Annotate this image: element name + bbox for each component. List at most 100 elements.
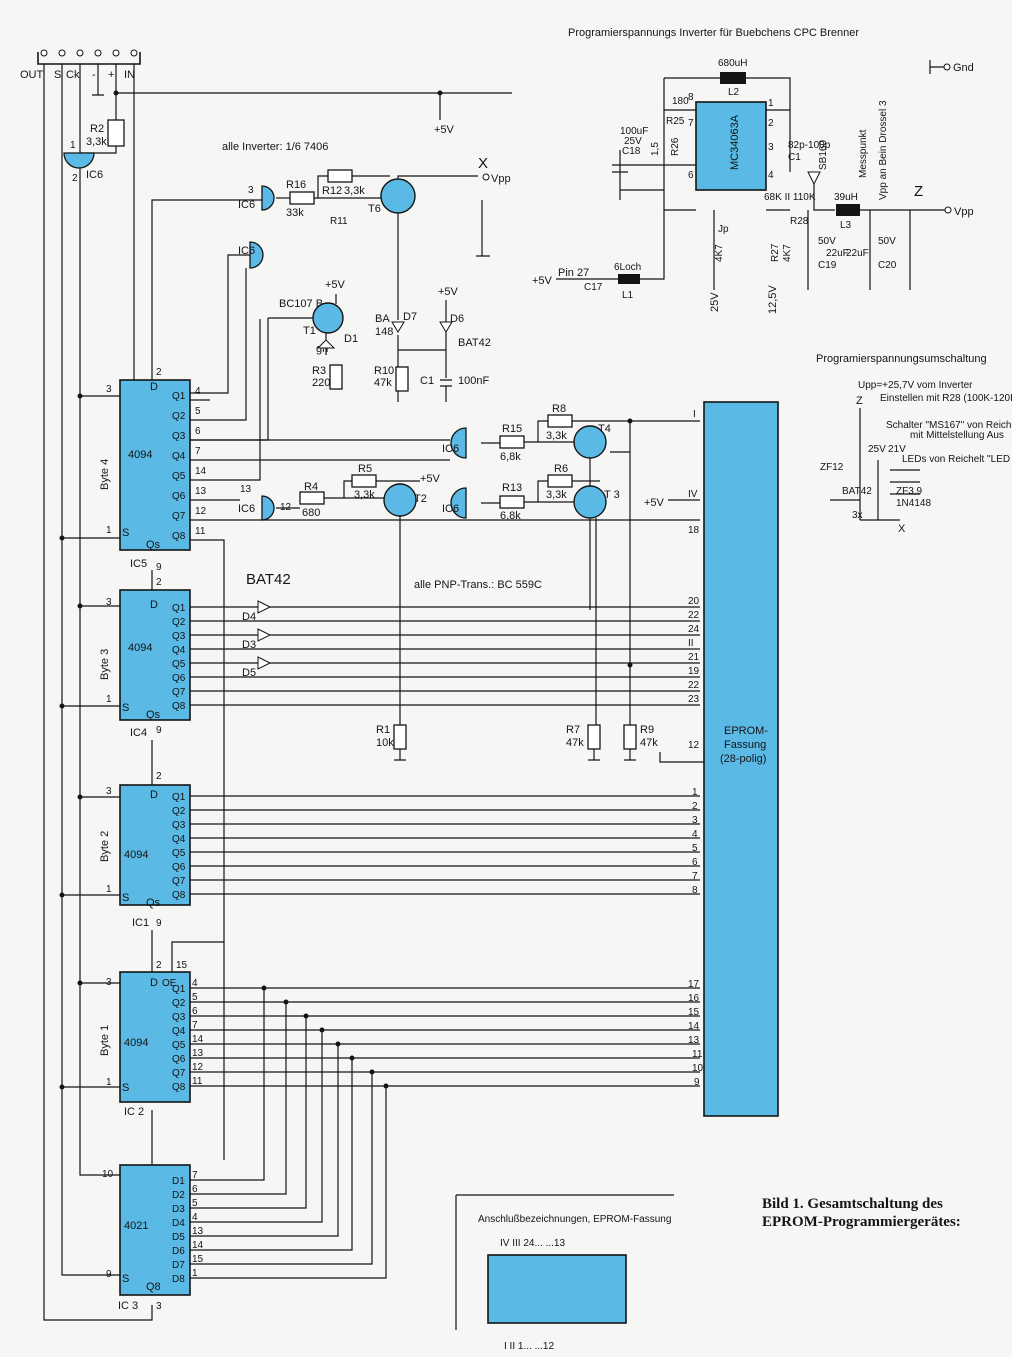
svg-text:6: 6 [195,426,201,437]
svg-text:14: 14 [688,1021,700,1032]
svg-text:14: 14 [192,1034,204,1045]
r2-label: R2 [90,123,104,135]
r11-label: R11 [330,216,348,227]
svg-text:7: 7 [195,446,201,457]
ic1-q-labels: Q1 Q2 Q3 Q4 Q5 Q6 Q7 Q8 [172,792,186,901]
t2-plus5v: +5V [420,473,441,485]
svg-text:12: 12 [195,506,207,517]
r28-label: R28 [790,216,809,227]
t1-type: BC107 B [279,298,323,310]
ic4-qs: Qs [146,709,161,721]
pinout-top: IV III 24... ...13 [500,1238,565,1249]
umschaltung-line-3: Schalter "MS167" von Reichelt [886,420,1012,431]
svg-text:4: 4 [192,978,198,989]
ic1-qs: Qs [146,897,161,909]
r1-label: R1 [376,724,390,736]
svg-text:D1: D1 [172,1176,185,1187]
svg-text:9: 9 [694,1077,700,1088]
r10-resistor [395,366,409,392]
bat42-label: BAT42 [246,571,291,588]
svg-text:Q4: Q4 [172,451,186,462]
ic2-q-labels: Q1 Q2 Q3 Q4 Q5 Q6 Q7 Q8 [172,984,186,1093]
svg-text:Q5: Q5 [172,848,186,859]
svg-text:Q3: Q3 [172,820,186,831]
ic4-s: S [122,702,129,714]
ic3-q8: Q8 [146,1281,161,1293]
ic2-s: S [122,1082,129,1094]
ic3-in-pin: 10 [102,1169,114,1180]
svg-text:17: 17 [688,979,700,990]
eprom-title-1: EPROM- [724,725,768,737]
d6-plus5v: +5V [438,286,459,298]
ic3-q8-pin: 3 [156,1301,162,1312]
ic5-in-pin: 2 [156,367,162,378]
r4-label: R4 [304,481,318,493]
ic1-qs-pin: 9 [156,918,162,929]
r10-value: 47k [374,377,392,389]
t3-label: T 3 [604,489,620,501]
ic2-chip [119,971,191,1103]
r7-resistor [587,724,601,750]
ic6-gate-t6 [261,185,275,211]
ic6-gate-t2 [261,495,275,521]
svg-text:6: 6 [692,857,698,868]
r1-value: 10k [376,737,394,749]
svg-text:Q4: Q4 [172,834,186,845]
svg-text:6: 6 [192,1006,198,1017]
eprom-byte3-pins: 20 22 24 II 21 19 22 23 [688,596,700,705]
svg-text:16: 16 [688,993,700,1004]
gate-pin-13: 13 [240,484,252,495]
svg-text:22: 22 [688,610,700,621]
d1-label: D1 [344,333,358,345]
l1-label: L1 [622,290,634,301]
svg-text:Q6: Q6 [172,862,186,873]
eprom-byte1-pins: 17 16 15 14 13 11 10 9 [688,979,704,1088]
eprom-pin-18: 18 [688,525,700,536]
ic2-type: 4094 [124,1037,148,1049]
r16-value: 33k [286,207,304,219]
ic2-oe: OE [162,978,177,989]
eprom-byte2-pins: 1 2 3 4 5 6 7 8 [692,787,698,896]
c20-value: 22uF [846,248,869,259]
svg-text:3: 3 [768,142,774,153]
l3-value: 39uH [834,192,858,203]
svg-text:Q8: Q8 [172,1082,186,1093]
r6-label: R6 [554,463,568,475]
svg-text:Q1: Q1 [172,984,186,995]
eprom-pin-iv: IV [688,489,698,500]
jp-label: Jp [718,224,729,235]
inverter-note: alle Inverter: 1/6 7406 [222,141,328,153]
svg-text:5: 5 [192,992,198,1003]
c19-value: 22uF [826,248,849,259]
r26-label: R26 [670,137,681,156]
mc34063a-pins: 8 7 6 1 2 3 4 [688,92,774,181]
ic1-chip [119,784,191,906]
vpp-left: Vpp [491,173,511,185]
inverter-title: Programierspannungs Inverter für Buebche… [568,27,859,39]
svg-text:Q6: Q6 [172,491,186,502]
r27-label: R27 [770,243,781,262]
ic1-clk-pin: 3 [106,786,112,797]
d3-label: D3 [242,639,256,651]
svg-text:Q7: Q7 [172,876,186,887]
svg-text:5: 5 [195,406,201,417]
c18-value: 100uF [620,126,648,137]
r6-value: 3,3k [546,489,567,501]
svg-text:21: 21 [688,652,700,663]
ic2-oe-pin: 15 [176,960,188,971]
r2-value: 3,3k [86,136,107,148]
conn-ck: Ck [66,69,80,81]
r3-label: R3 [312,365,326,377]
svg-text:4: 4 [768,170,774,181]
svg-text:11: 11 [692,1049,703,1060]
svg-text:Q2: Q2 [172,617,186,628]
svg-text:Q2: Q2 [172,806,186,817]
pinout-bottom: I II 1... ...12 [504,1341,554,1352]
svg-text:Q5: Q5 [172,1040,186,1051]
conn-plus: + [108,69,114,81]
svg-text:7: 7 [192,1020,198,1031]
svg-text:11: 11 [195,526,206,537]
plus5v-iv: +5V [644,497,665,509]
c1-inv-value: 82p-100p [788,140,831,151]
ic4-d: D [150,599,158,611]
